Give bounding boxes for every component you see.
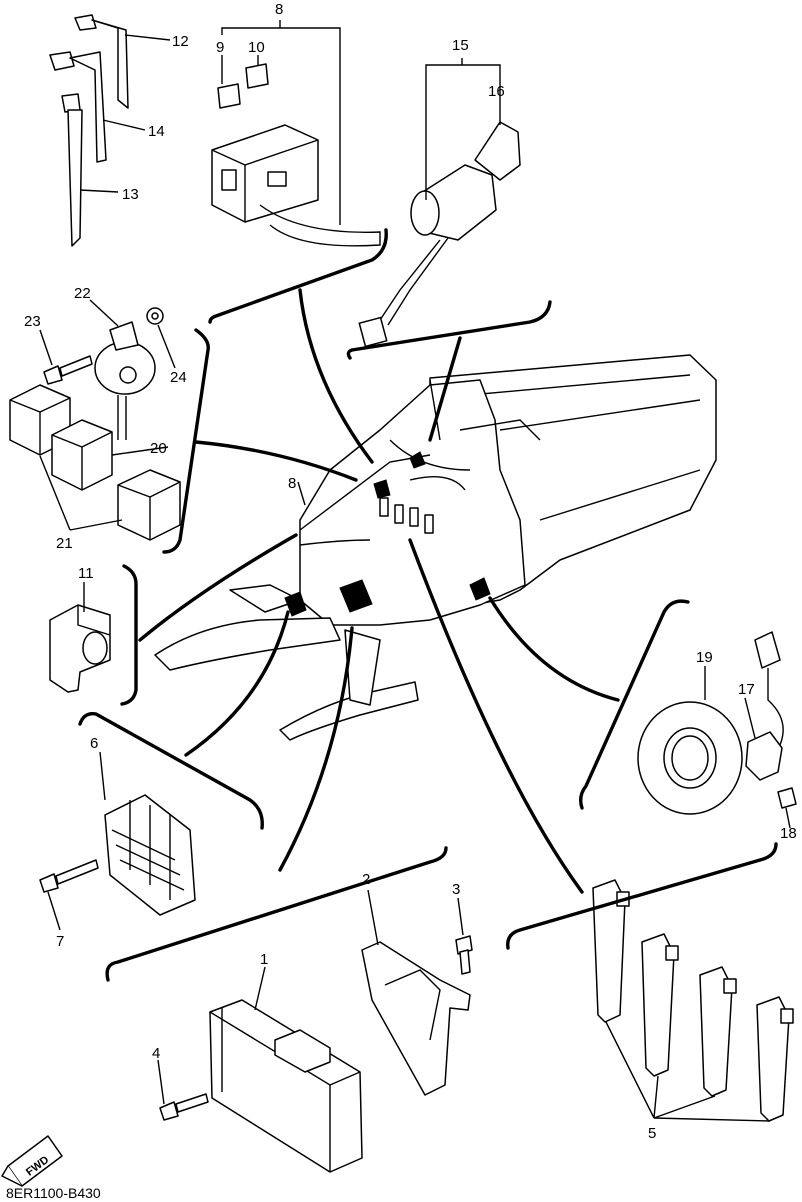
- callout-5: 5: [648, 1125, 656, 1142]
- main-switch: [358, 121, 521, 348]
- callout-16: 16: [488, 83, 505, 100]
- ignition-coil-c: [699, 966, 737, 1097]
- callout-leaders: [39, 20, 791, 1122]
- washer-24: [146, 307, 164, 325]
- callout-23: 23: [24, 313, 41, 330]
- callout-18: 18: [780, 825, 797, 842]
- ecu-1: [209, 999, 363, 1173]
- callout-numbers: 8 9 10 12 14 13 15 16 22 23 24 20 21 8 1…: [6, 1, 797, 1201]
- cable-tie-12: [74, 14, 129, 109]
- diagram-code: 8ER1100-B430: [6, 1185, 101, 1201]
- callout-11: 11: [78, 565, 94, 582]
- callout-14: 14: [148, 123, 165, 140]
- bolt-18: [777, 787, 797, 809]
- ignition-coil-d: [756, 996, 794, 1122]
- callout-8-top: 8: [275, 1, 283, 18]
- callout-15: 15: [452, 37, 469, 54]
- bolt-23: [43, 355, 93, 385]
- ignition-coil-b: [641, 933, 679, 1077]
- relay-lower: [117, 469, 181, 541]
- callout-13: 13: [122, 186, 139, 203]
- relay-middle: [51, 419, 113, 491]
- callout-4: 4: [152, 1045, 160, 1062]
- bracket-2: [361, 941, 471, 1096]
- bolt-4: [159, 1093, 209, 1121]
- bolt-7: [39, 859, 99, 893]
- cable-tie-13: [61, 93, 83, 247]
- fuse-9: [217, 83, 241, 109]
- bolt-3: [455, 935, 473, 975]
- callout-10: 10: [248, 39, 265, 56]
- bracket-11: [49, 604, 111, 693]
- callout-20: 20: [150, 440, 167, 457]
- callout-22: 22: [74, 285, 91, 302]
- rectifier-regulator-6: [104, 794, 196, 916]
- callout-2: 2: [362, 871, 370, 888]
- callout-8-center: 8: [288, 475, 296, 492]
- callout-17: 17: [738, 681, 755, 698]
- callout-6: 6: [90, 735, 98, 752]
- ignition-coil-a: [592, 879, 630, 1023]
- callout-9: 9: [216, 39, 224, 56]
- rotor-19: [637, 701, 743, 815]
- leader-lines: [138, 288, 620, 894]
- callout-1: 1: [260, 951, 268, 968]
- group-brackets: [78, 228, 778, 982]
- callout-19: 19: [696, 649, 713, 666]
- callout-24: 24: [170, 369, 187, 386]
- callout-7: 7: [56, 933, 64, 950]
- callout-12: 12: [172, 33, 189, 50]
- fuse-10: [245, 63, 269, 89]
- callout-3: 3: [452, 881, 460, 898]
- fwd-direction-badge: FWD: [1, 1135, 63, 1187]
- snowmobile-chassis: [154, 354, 717, 741]
- crank-sensor-22: [94, 321, 156, 440]
- cable-tie-14: [49, 51, 107, 163]
- callout-21: 21: [56, 535, 73, 552]
- fuse-box: [211, 124, 381, 247]
- pulser-coil-17: [745, 631, 784, 781]
